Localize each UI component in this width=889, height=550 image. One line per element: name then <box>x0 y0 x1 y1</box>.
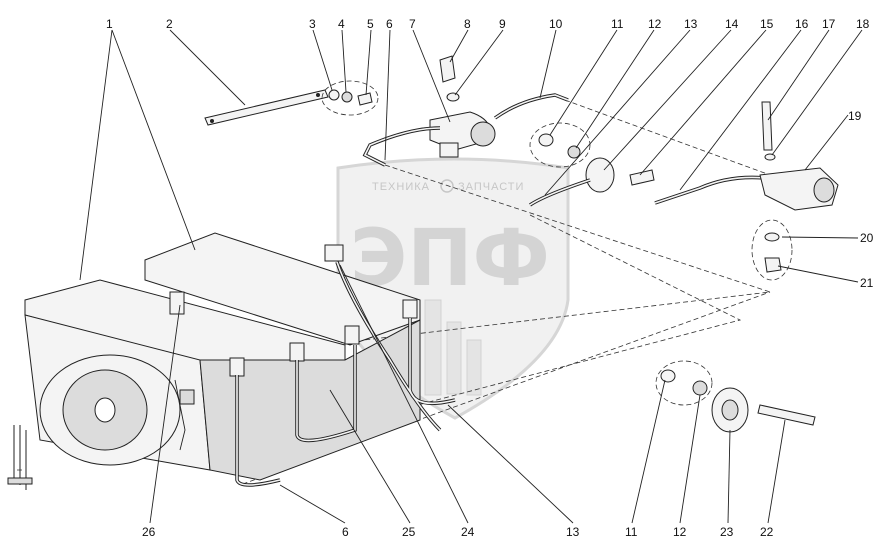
washer-9 <box>446 92 460 102</box>
callout-8: 8 <box>464 17 471 31</box>
callout-21: 21 <box>860 276 874 290</box>
bolt-17 <box>761 101 773 151</box>
wire-harness <box>7 425 33 490</box>
callout-7: 7 <box>409 17 416 31</box>
heater-side-body <box>199 319 421 481</box>
callout-1: 1 <box>106 17 113 31</box>
valve-bracket <box>439 142 459 158</box>
pipe-fitting-mid <box>289 342 305 362</box>
callout-16: 16 <box>795 17 809 31</box>
callout-2: 2 <box>166 17 173 31</box>
hoses-inner <box>236 261 456 486</box>
group-3-5 <box>321 80 379 116</box>
callout-23: 23 <box>720 525 734 539</box>
callout-6: 6 <box>386 17 393 31</box>
bolt-15 <box>629 169 655 186</box>
heater-fittings <box>169 244 418 405</box>
callout-20: 20 <box>860 231 874 245</box>
pipe-fitting-left <box>229 357 245 377</box>
top-parts <box>204 55 839 281</box>
watermark-line2: ЗАПЧАСТИ <box>458 181 524 193</box>
mounting-strap <box>204 89 329 126</box>
washer-4 <box>341 91 353 103</box>
callout-numbers: 1 2 3 4 5 6 7 8 9 10 11 12 13 14 15 16 1… <box>106 17 874 539</box>
group-20-21 <box>751 219 793 281</box>
washer-20 <box>764 232 780 242</box>
callout-10: 10 <box>549 17 563 31</box>
fan-bracket <box>174 379 186 451</box>
callout-25: 25 <box>402 525 416 539</box>
group-11-12 <box>529 122 591 168</box>
callout-11-bottom: 11 <box>625 525 638 539</box>
pipe-fitting-rear <box>402 299 418 319</box>
watermark-line1: ТЕХНИКА <box>372 181 430 193</box>
callout-19: 19 <box>848 109 862 123</box>
callout-13-bottom: 13 <box>566 525 580 539</box>
callout-22: 22 <box>760 525 774 539</box>
vent-valve-26 <box>169 291 185 315</box>
pipe-fitting-right <box>344 325 360 345</box>
nut-11-lower <box>660 369 676 383</box>
callout-17: 17 <box>822 17 836 31</box>
callout-14: 14 <box>725 17 739 31</box>
pipe-16 <box>654 175 766 205</box>
group-11-12-lower <box>655 360 713 406</box>
fan-hub <box>94 397 116 423</box>
callout-18: 18 <box>856 17 870 31</box>
callout-6-bottom: 6 <box>342 525 349 539</box>
bottom-right-parts <box>655 360 816 433</box>
switch-block <box>179 389 195 405</box>
washer-12 <box>567 145 581 159</box>
nut-11 <box>538 133 554 147</box>
heater-housing <box>24 232 421 481</box>
callout-15: 15 <box>760 17 774 31</box>
nut-21 <box>764 257 782 273</box>
bolt-5 <box>357 92 373 106</box>
callout-3: 3 <box>309 17 316 31</box>
callout-9: 9 <box>499 17 506 31</box>
callout-4: 4 <box>338 17 345 31</box>
hose-fitting-24 <box>324 244 344 262</box>
callout-24: 24 <box>461 525 475 539</box>
bolt-8 <box>439 55 456 83</box>
washer-18 <box>764 153 776 161</box>
callout-13: 13 <box>684 17 698 31</box>
watermark-gear-icon <box>440 179 454 193</box>
nut-3 <box>328 89 340 101</box>
callout-12: 12 <box>648 17 662 31</box>
bolt-22 <box>757 404 816 426</box>
washer-12-lower <box>692 380 708 396</box>
callout-5: 5 <box>367 17 374 31</box>
callout-12-bottom: 12 <box>673 525 687 539</box>
leader-lines <box>79 29 863 524</box>
callout-11: 11 <box>611 17 624 31</box>
callout-26: 26 <box>142 525 156 539</box>
